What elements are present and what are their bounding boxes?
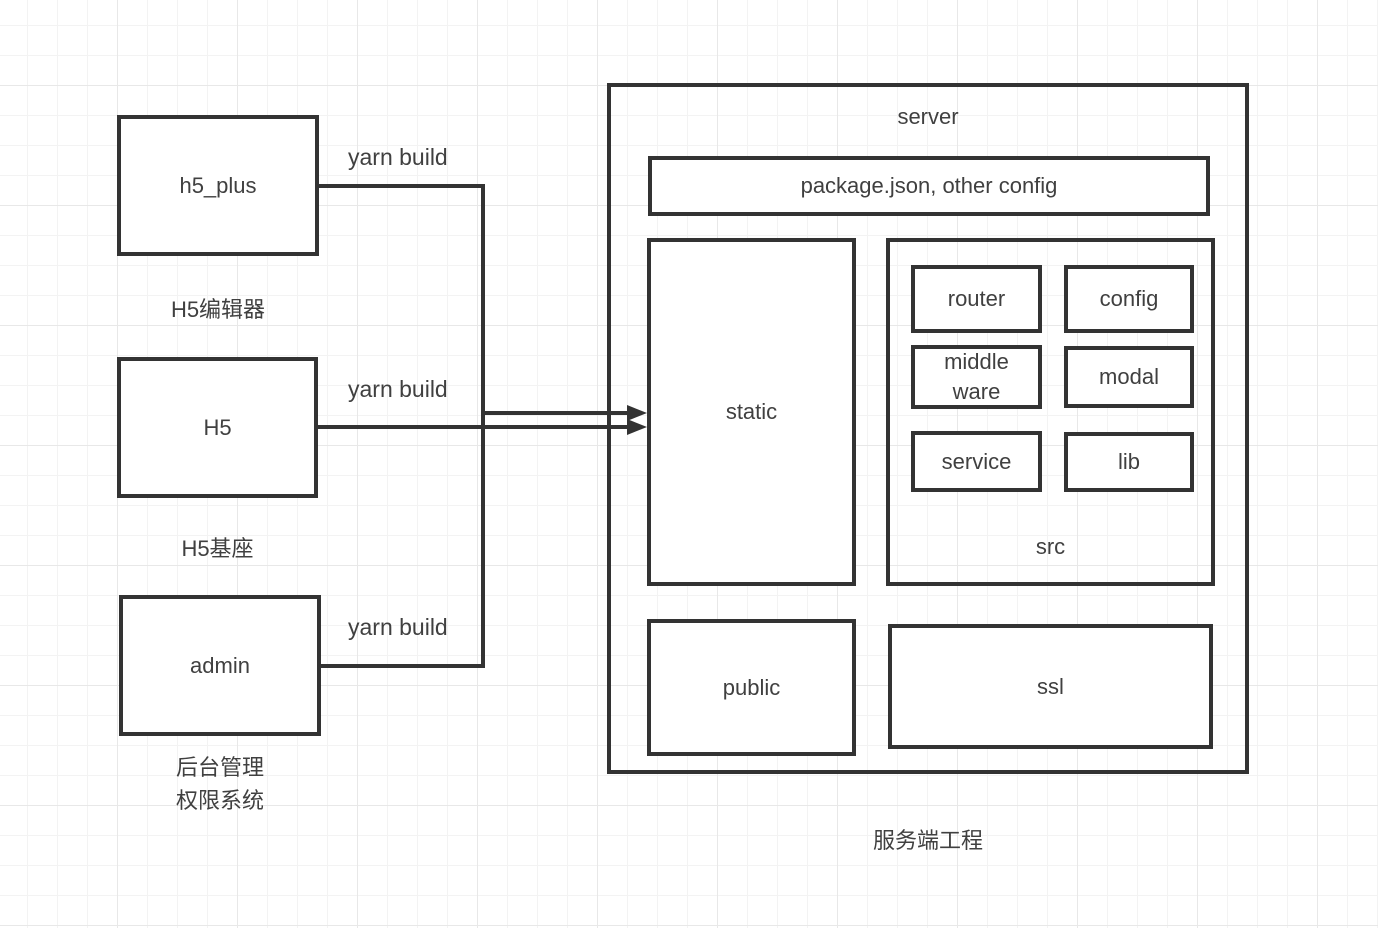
node-h5-plus[interactable]: h5_plus [117, 115, 319, 256]
connector-bus-to-static [483, 411, 628, 415]
node-h5[interactable]: H5 [117, 357, 318, 498]
node-h5-plus-label: h5_plus [179, 172, 257, 198]
node-src[interactable] [886, 238, 1215, 586]
node-public[interactable]: public [647, 619, 856, 756]
node-config-label: config [1099, 286, 1159, 312]
node-h5-label: H5 [203, 414, 232, 440]
src-label: src [1035, 534, 1066, 559]
node-router[interactable]: router [911, 265, 1042, 333]
node-middleware-label: middle ware [944, 349, 1009, 404]
node-middleware[interactable]: middle ware [911, 345, 1042, 409]
arrowhead-bus-into-static [627, 405, 647, 421]
node-server[interactable] [607, 83, 1249, 774]
node-config[interactable]: config [1064, 265, 1194, 333]
edge-label-yarn-build-3: yarn build [348, 614, 448, 640]
node-service-label: service [941, 448, 1012, 474]
connector-h5plus-out [318, 184, 485, 188]
node-admin-label: admin [190, 652, 250, 678]
node-lib-label: lib [1117, 449, 1140, 475]
node-ssl[interactable]: ssl [888, 624, 1213, 749]
edge-label-yarn-build-2: yarn build [348, 376, 448, 402]
caption-admin-system: 后台管理 权限系统 [175, 755, 264, 813]
node-service[interactable]: service [911, 431, 1042, 492]
node-static-label: static [725, 399, 778, 425]
node-modal[interactable]: modal [1064, 346, 1194, 408]
node-modal-label: modal [1099, 364, 1159, 390]
node-package-config[interactable]: package.json, other config [648, 156, 1210, 216]
node-admin[interactable]: admin [119, 595, 321, 736]
node-lib[interactable]: lib [1064, 432, 1194, 492]
arrowhead-h5-into-static [627, 419, 647, 435]
edge-label-yarn-build-1: yarn build [348, 144, 448, 170]
server-title: server [897, 104, 959, 129]
connector-admin-out [320, 664, 485, 668]
node-package-config-label: package.json, other config [800, 173, 1058, 199]
connector-h5-to-static [317, 425, 628, 429]
caption-h5-base: H5基座 [181, 536, 254, 561]
caption-server-project: 服务端工程 [872, 828, 983, 853]
caption-h5-editor: H5编辑器 [170, 297, 266, 322]
node-ssl-label: ssl [1037, 673, 1064, 699]
node-public-label: public [722, 674, 781, 700]
node-static[interactable]: static [647, 238, 856, 586]
node-router-label: router [947, 286, 1006, 312]
